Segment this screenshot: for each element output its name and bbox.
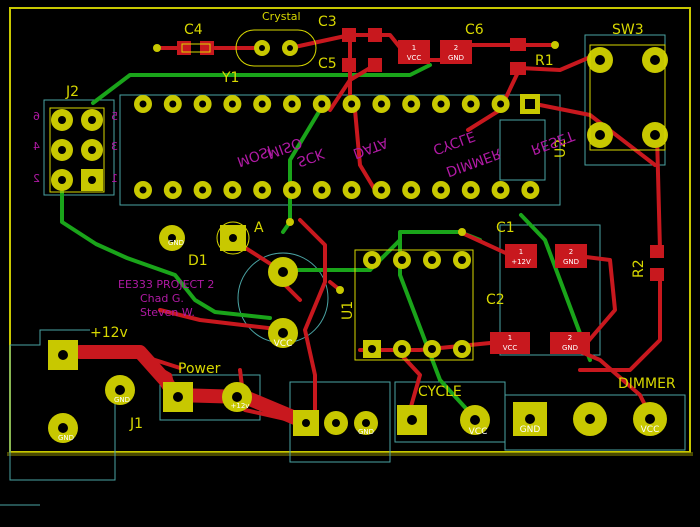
u2-pad-bottom-4-hole [228, 186, 236, 194]
c2-pad2-num: 2 [568, 334, 572, 342]
u2-bottom-row [134, 181, 540, 199]
u2-pad-bottom-3-hole [199, 186, 207, 194]
ref-u2: U2 [553, 139, 569, 158]
ref-sw3: SW3 [612, 22, 644, 38]
ref-c3: C3 [318, 14, 337, 30]
board-edge-shadow [7, 452, 693, 456]
ref-crystal-value: Crystal [262, 10, 301, 23]
ref-c4: C4 [184, 22, 203, 38]
u2-pad-top-12-hole [467, 100, 475, 108]
ref-r1: R1 [535, 53, 554, 69]
c1-pad2-net: GND [563, 258, 579, 266]
u2-pad-bottom-12-hole [467, 186, 475, 194]
board-title-line3: Steven W. [140, 306, 195, 319]
u2-pad-top-11-hole [437, 100, 445, 108]
j1b-gnd-label: GND [58, 434, 74, 442]
u2-pad-top-6-hole [288, 100, 296, 108]
u2-pad-bottom-2-hole [169, 186, 177, 194]
u2-pad-top-1-hole [139, 100, 147, 108]
u2-pad-bottom-10-hole [407, 186, 415, 194]
u2-pad-top-9-hole [377, 100, 385, 108]
c6-pad2-num: 2 [454, 44, 458, 52]
u2-pad-bottom-6-hole [288, 186, 296, 194]
u2-pad-bottom-1-hole [139, 186, 147, 194]
u2-pad-top-8-hole [348, 100, 356, 108]
u2-pad-top-13-hole [497, 100, 505, 108]
j2-header [49, 107, 105, 193]
back-j2-pin1: 1 [111, 172, 118, 185]
big-cap: VCC [268, 257, 298, 349]
c1-pad2-num: 2 [569, 248, 573, 256]
screw-terminals: GND GND +12v GND VCC GND VCC [48, 340, 667, 443]
u2-pad-top-10-hole [407, 100, 415, 108]
u2-pad-top-3-hole [199, 100, 207, 108]
back-label-cycle: CYCLE [431, 127, 478, 157]
cycle-vcc-label: VCC [469, 427, 488, 437]
c1-pads: 1 +12V 2 GND [505, 244, 587, 268]
u2-pad-bottom-14-hole [526, 186, 534, 194]
power-12v-label: +12v [231, 402, 250, 410]
c2-pad1-net: VCC [503, 344, 518, 352]
ref-c2: C2 [486, 292, 505, 308]
c6-pad2-net: GND [448, 54, 464, 62]
ref-12v: +12v [90, 325, 128, 341]
dimmer-vcc-label: VCC [641, 425, 660, 435]
c6-pads: 1 VCC 2 GND [398, 40, 472, 64]
bigcap-vcc-label: VCC [274, 339, 293, 349]
ref-c5: C5 [318, 56, 337, 72]
u2-pad-bottom-7-hole [318, 186, 326, 194]
back-j2-pin6: 6 [33, 110, 40, 123]
back-j2-pin5: 5 [111, 110, 118, 123]
ref-cycle: CYCLE [418, 384, 462, 400]
u2-pad-top-2-hole [169, 100, 177, 108]
c6-pad1-net: VCC [407, 54, 422, 62]
u2-pad-top-5-hole [258, 100, 266, 108]
dimmer-gnd-label: GND [520, 425, 541, 435]
ref-r2: R2 [631, 259, 647, 278]
c2-pads: 1 VCC 2 GND [490, 332, 590, 354]
u2-top-row [134, 95, 510, 113]
d1-gnd-label: GND [168, 239, 184, 247]
board-title-line2: Chad G. [140, 292, 184, 305]
ref-j2: J2 [65, 84, 79, 100]
u2-pad-top-4-hole [228, 100, 236, 108]
u2-pad-bottom-8-hole [348, 186, 356, 194]
c1-pad1-net: +12V [511, 258, 531, 266]
c1-pad1-num: 1 [519, 248, 523, 256]
ref-j1: J1 [129, 416, 143, 432]
u2-pad-bottom-5-hole [258, 186, 266, 194]
c2-pad1-num: 1 [508, 334, 512, 342]
smd-parts [177, 28, 664, 281]
prog-gnd-label: GND [358, 428, 374, 436]
c6-pad1-num: 1 [412, 44, 416, 52]
c2-pad2-net: GND [562, 344, 578, 352]
j1-gnd-label: GND [114, 396, 130, 404]
vias [153, 41, 559, 294]
crystal-y1 [235, 29, 317, 67]
back-j2-pin2: 2 [33, 172, 40, 185]
back-j2-pin3: 3 [111, 140, 118, 153]
ref-dimmer: DIMMER [618, 376, 676, 392]
ref-y1: Y1 [221, 70, 239, 86]
back-j2-pin4: 4 [33, 140, 40, 153]
u2-pad-bottom-13-hole [497, 186, 505, 194]
led-d1: GND [159, 221, 250, 255]
board-title-line1: EE333 PROJECT 2 [118, 278, 214, 291]
u2-pad-bottom-9-hole [377, 186, 385, 194]
u1-pads [354, 249, 474, 361]
ref-a: A [254, 220, 264, 236]
sw3-switch [587, 44, 668, 151]
u2-pad-top-7-hole [318, 100, 326, 108]
ref-c6: C6 [465, 22, 484, 38]
ref-d1: D1 [188, 253, 208, 269]
u2-pad-bottom-11-hole [437, 186, 445, 194]
ref-u1: U1 [340, 301, 356, 320]
ref-c1: C1 [496, 220, 515, 236]
u2-pads [520, 94, 540, 114]
ref-power: Power [178, 361, 221, 377]
